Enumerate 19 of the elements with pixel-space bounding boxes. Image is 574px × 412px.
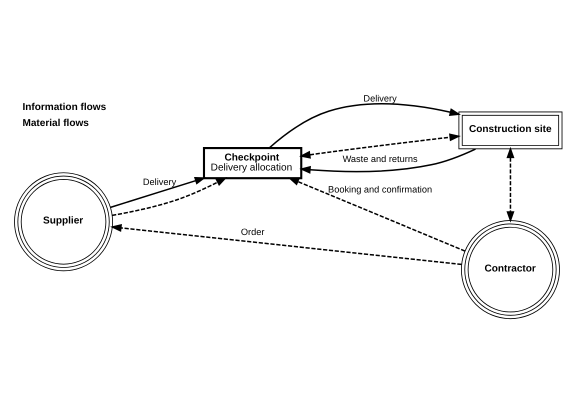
edge-label: Order: [240, 226, 264, 237]
node-box: Checkpoint Delivery allocation: [202, 146, 302, 179]
edge-label: Booking and confirmation: [328, 184, 432, 194]
node-circle: Contractor: [460, 220, 560, 319]
legend-label: Material flows: [22, 117, 89, 128]
edge-label: Delivery: [363, 93, 397, 104]
arrow: [506, 146, 514, 222]
arrow: [268, 102, 461, 148]
edge-label: Waste and returns: [342, 154, 418, 164]
node-box: Construction site: [458, 111, 562, 149]
arrow: [110, 176, 206, 208]
arrow: [110, 223, 462, 265]
edge-label: Delivery: [142, 176, 176, 186]
arrow: [299, 132, 461, 158]
arrow: [288, 176, 466, 252]
legend-label: Information flows: [22, 101, 106, 112]
node-circle: Supplier: [14, 172, 114, 271]
arrow: [299, 148, 476, 174]
arrow: [112, 176, 228, 216]
